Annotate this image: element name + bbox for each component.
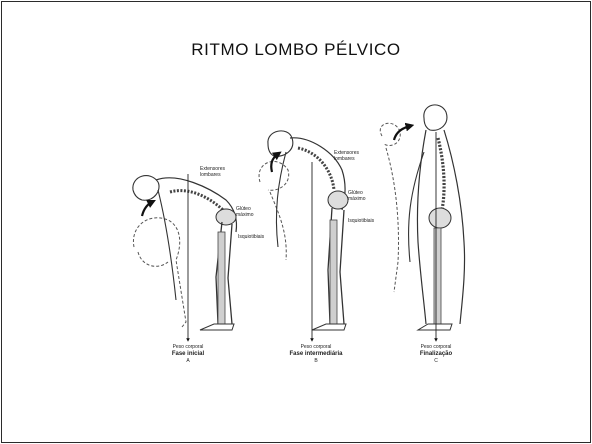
caption-b-phase: Fase intermediária [289, 351, 343, 357]
label-isquiotibiais-a: Isquiotibiais [238, 234, 265, 240]
lumbopelvic-rhythm-illustration: Extensores lombares Glúteo máximo Isquio… [128, 92, 480, 374]
caption-a-letter: A [186, 358, 190, 364]
figure-a: Extensores lombares Glúteo máximo Isquio… [133, 166, 265, 364]
label-maximo-a: máximo [236, 212, 254, 218]
caption-c-phase: Finalização [420, 351, 453, 357]
label-lombares-a: lombares [200, 172, 221, 178]
label-isquiotibiais-b: Isquiotibiais [348, 218, 375, 224]
caption-c-letter: C [434, 358, 438, 364]
figure-b: Extensores lombares Glúteo máximo Isquio… [259, 131, 375, 364]
label-lombares-b: lombares [334, 156, 355, 162]
slide-title: RITMO LOMBO PÉLVICO [2, 40, 590, 60]
caption-a-weight: Peso corporal [173, 344, 204, 350]
illustration-svg: Extensores lombares Glúteo máximo Isquio… [128, 92, 480, 374]
caption-b-weight: Peso corporal [301, 344, 332, 350]
caption-a-phase: Fase inicial [172, 351, 205, 357]
label-maximo-b: máximo [348, 196, 366, 202]
figure-c: Peso corporal Finalização C [380, 105, 464, 364]
caption-b-letter: B [314, 358, 318, 364]
caption-c-weight: Peso corporal [421, 344, 452, 350]
